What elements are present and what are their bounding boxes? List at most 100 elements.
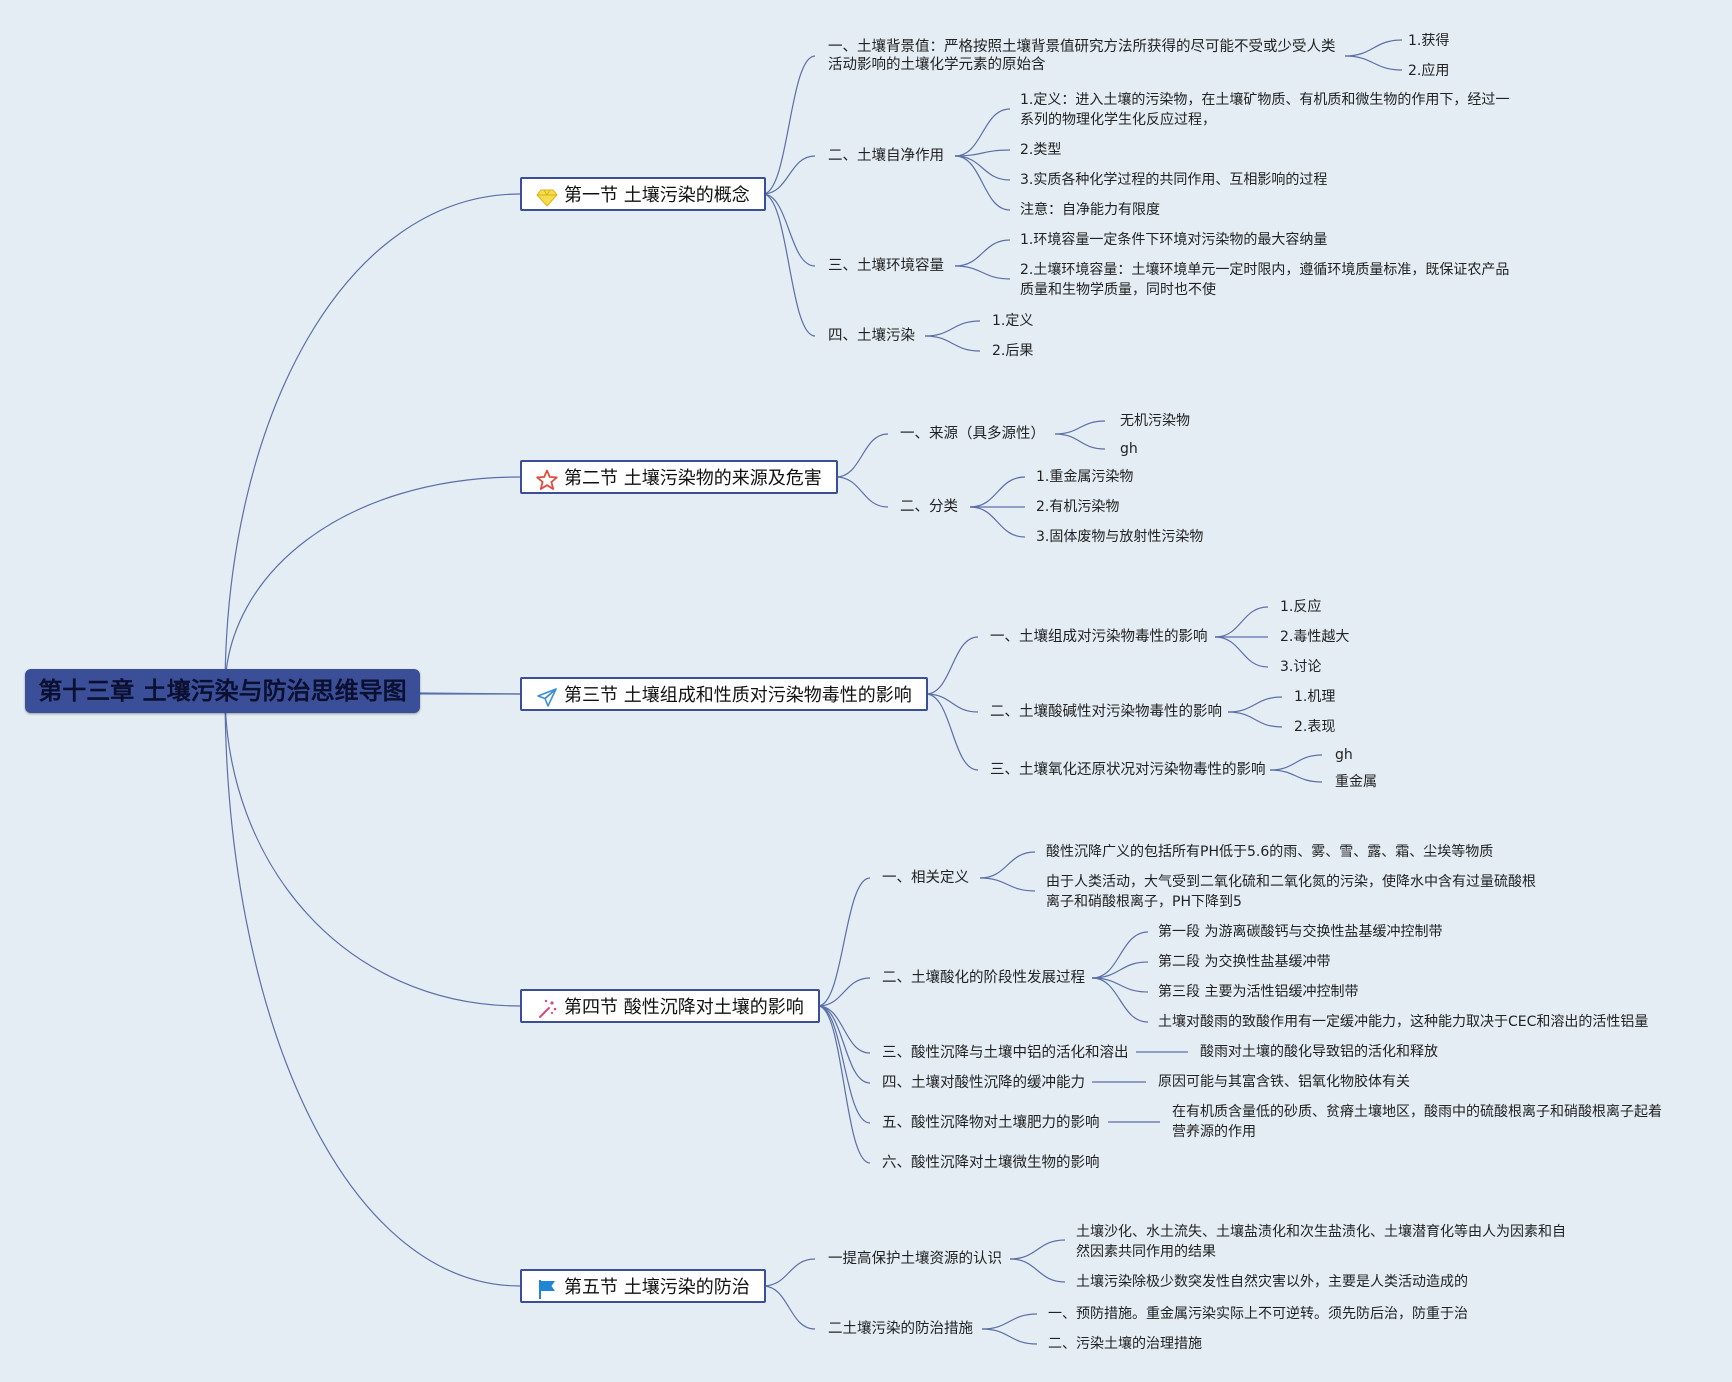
root-node[interactable]: 第十三章 土壤污染与防治思维导图 — [25, 669, 420, 713]
connector-line — [1269, 769, 1323, 783]
connector-line — [1214, 606, 1269, 638]
s3-c1-k3[interactable]: 3.讨论 — [1280, 659, 1322, 675]
s4-c2-k3[interactable]: 第三段 主要为活性铝缓冲控制带 — [1158, 984, 1359, 1000]
connector-line — [762, 1258, 816, 1287]
s3-c1-k1[interactable]: 1.反应 — [1280, 599, 1322, 615]
s4-definitions[interactable]: 一、相关定义 — [882, 870, 969, 886]
s4-microorganisms[interactable]: 六、酸性沉降对土壤微生物的影响 — [882, 1155, 1100, 1171]
s3-c3-k1[interactable]: gh — [1335, 747, 1353, 763]
section-2-title: 第二节 土壤污染物的来源及危害 — [564, 468, 822, 489]
s1-c4-k1[interactable]: 1.定义 — [992, 313, 1034, 329]
s1-c1-k2[interactable]: 2.应用 — [1408, 63, 1450, 79]
connector-line — [954, 108, 1011, 157]
s1-environment-capacity[interactable]: 三、土壤环境容量 — [828, 258, 944, 274]
connector-line — [981, 1313, 1038, 1330]
connector-line — [762, 55, 816, 195]
section-5-node[interactable]: 第五节 土壤污染的防治 — [520, 1269, 766, 1303]
s4-fertility[interactable]: 五、酸性沉降物对土壤肥力的影响 — [882, 1115, 1100, 1131]
section-4-node[interactable]: 第四节 酸性沉降对土壤的影响 — [520, 989, 820, 1023]
s4-c1-k2-line2: 离子和硝酸根离子，PH下降到5 — [1046, 894, 1242, 910]
s3-redox[interactable]: 三、土壤氧化还原状况对污染物毒性的影响 — [990, 762, 1266, 778]
s1-soil-pollution[interactable]: 四、土壤污染 — [828, 328, 915, 344]
s5-c2-k1[interactable]: 一、预防措施。重金属污染实际上不可逆转。须先防后治，防重于治 — [1048, 1306, 1468, 1322]
s4-c5-k1[interactable]: 在有机质含量低的砂质、贫瘠土壤地区，酸雨中的硫酸根离子和硝酸根离子起着 营养源的… — [1172, 1102, 1662, 1142]
connector-line — [924, 335, 981, 352]
s4-c2-k4[interactable]: 土壤对酸雨的致酸作用有一定缓冲能力，这种能力取决于CEC和溶出的活性铝量 — [1158, 1014, 1649, 1030]
s5-c2-k2[interactable]: 二、污染土壤的治理措施 — [1048, 1336, 1202, 1352]
connector-line — [419, 692, 521, 695]
connector-line — [1269, 754, 1323, 771]
s2-classification[interactable]: 二、分类 — [900, 499, 958, 515]
s4-c1-k2-line1: 由于人类活动，大气受到二氧化硫和二氧化氮的污染，使降水中含有过量硫酸根 — [1046, 874, 1536, 890]
connector-line — [1227, 711, 1283, 728]
s4-acidification-stages[interactable]: 二、土壤酸化的阶段性发展过程 — [882, 970, 1085, 986]
flag-icon — [539, 1280, 555, 1299]
s4-buffer-capacity[interactable]: 四、土壤对酸性沉降的缓冲能力 — [882, 1075, 1085, 1091]
s2-sources[interactable]: 一、来源（具多源性） — [900, 426, 1045, 442]
connector-line — [1227, 696, 1283, 713]
s1-c2-k2[interactable]: 2.类型 — [1020, 142, 1062, 158]
s2-c1-k1[interactable]: 无机污染物 — [1120, 413, 1190, 429]
connector-line — [954, 239, 1011, 267]
s1-c3-k2-line2: 质量和生物学质量，同时也不使 — [1020, 282, 1216, 298]
s5-measures[interactable]: 二土壤污染的防治措施 — [828, 1321, 973, 1337]
connector-line — [817, 877, 871, 1007]
s3-c3-k2[interactable]: 重金属 — [1335, 774, 1377, 790]
connector-line — [1344, 39, 1403, 57]
s3-c1-k2[interactable]: 2.毒性越大 — [1280, 629, 1350, 645]
section-3-node[interactable]: 第三节 土壤组成和性质对污染物毒性的影响 — [520, 677, 928, 711]
s4-c2-k1[interactable]: 第一段 为游离碳酸钙与交换性盐基缓冲控制带 — [1158, 924, 1443, 940]
s3-c2-k1[interactable]: 1.机理 — [1294, 689, 1336, 705]
connector-line — [1054, 420, 1106, 435]
s1-c1-line2: 活动影响的土壤化学元素的原始含 — [828, 57, 1046, 73]
connector-line — [817, 1005, 871, 1054]
section-1-node[interactable]: 第一节 土壤污染的概念 — [520, 177, 766, 211]
connector-line — [981, 1328, 1038, 1345]
s1-c2-k1[interactable]: 1.定义：进入土壤的污染物，在土壤矿物质、有机质和微生物的作用下，经过一 系列的… — [1020, 90, 1509, 130]
connector-line — [224, 476, 521, 692]
s2-c1-k2[interactable]: gh — [1120, 441, 1138, 457]
s4-c5-k1-line2: 营养源的作用 — [1172, 1124, 1256, 1140]
s5-c1-k2[interactable]: 土壤污染除极少数突发性自然灾害以外，主要是人类活动造成的 — [1076, 1274, 1468, 1290]
connector-line — [979, 877, 1036, 892]
s4-c3-k1[interactable]: 酸雨对土壤的酸化导致铝的活化和释放 — [1200, 1044, 1438, 1060]
s1-c3-k1[interactable]: 1.环境容量一定条件下环境对污染物的最大容纳量 — [1020, 232, 1328, 248]
s5-c1-k1[interactable]: 土壤沙化、水土流失、土壤盐渍化和次生盐渍化、土壤潜育化等由人为因素和自 然因素共… — [1076, 1222, 1566, 1262]
section-2-node[interactable]: 第二节 土壤污染物的来源及危害 — [520, 460, 838, 494]
connector-line — [979, 851, 1036, 879]
connector-line — [1344, 55, 1403, 71]
s4-c4-k1[interactable]: 原因可能与其富含铁、铝氧化物胶体有关 — [1158, 1074, 1410, 1090]
s1-c2-k4[interactable]: 注意：自净能力有限度 — [1020, 202, 1160, 218]
s4-c2-k2[interactable]: 第二段 为交换性盐基缓冲带 — [1158, 954, 1331, 970]
s5-c1-k1-line2: 然因素共同作用的结果 — [1076, 1244, 1216, 1260]
s1-c4-k2[interactable]: 2.后果 — [992, 343, 1034, 359]
s1-c1-k1[interactable]: 1.获得 — [1408, 33, 1450, 49]
connector-line — [925, 636, 979, 695]
s1-c1-line1: 一、土壤背景值：严格按照土壤背景值研究方法所获得的尽可能不受或少受人类 — [828, 39, 1336, 55]
connector-line — [224, 690, 521, 1007]
s4-aluminum[interactable]: 三、酸性沉降与土壤中铝的活化和溶出 — [882, 1045, 1129, 1061]
connector-line — [224, 193, 521, 692]
s1-background-value[interactable]: 一、土壤背景值：严格按照土壤背景值研究方法所获得的尽可能不受或少受人类 活动影响… — [828, 38, 1336, 74]
connector-line — [1009, 1258, 1066, 1283]
s2-c2-k2[interactable]: 2.有机污染物 — [1036, 499, 1120, 515]
section-5-title: 第五节 土壤污染的防治 — [564, 1277, 750, 1298]
s1-c2-k3[interactable]: 3.实质各种化学过程的共同作用、互相影响的过程 — [1020, 172, 1328, 188]
connector-line — [817, 1005, 871, 1164]
s1-c2-k1-line1: 1.定义：进入土壤的污染物，在土壤矿物质、有机质和微生物的作用下，经过一 — [1020, 92, 1510, 108]
s4-c1-k1[interactable]: 酸性沉降广义的包括所有PH低于5.6的雨、雾、雪、露、霜、尘埃等物质 — [1046, 844, 1494, 860]
connector-line — [762, 193, 816, 267]
connector-line — [925, 693, 979, 713]
s4-c1-k2[interactable]: 由于人类活动，大气受到二氧化硫和二氧化氮的污染，使降水中含有过量硫酸根 离子和硝… — [1046, 872, 1536, 912]
connector-line — [817, 977, 871, 1007]
s5-awareness[interactable]: 一提高保护土壤资源的认识 — [828, 1251, 1002, 1267]
s3-acidity[interactable]: 二、土壤酸碱性对污染物毒性的影响 — [990, 704, 1222, 720]
s3-composition[interactable]: 一、土壤组成对污染物毒性的影响 — [990, 629, 1208, 645]
s3-c2-k2[interactable]: 2.表现 — [1294, 719, 1336, 735]
s2-c2-k1[interactable]: 1.重金属污染物 — [1036, 469, 1134, 485]
s1-c3-k2[interactable]: 2.土壤环境容量：土壤环境单元一定时限内，遵循环境质量标准，既保证农产品 质量和… — [1020, 260, 1509, 300]
s1-self-purification[interactable]: 二、土壤自净作用 — [828, 148, 944, 164]
s2-c2-k3[interactable]: 3.固体废物与放射性污染物 — [1036, 529, 1204, 545]
connector-line — [1091, 977, 1149, 993]
connector-line — [762, 193, 816, 337]
